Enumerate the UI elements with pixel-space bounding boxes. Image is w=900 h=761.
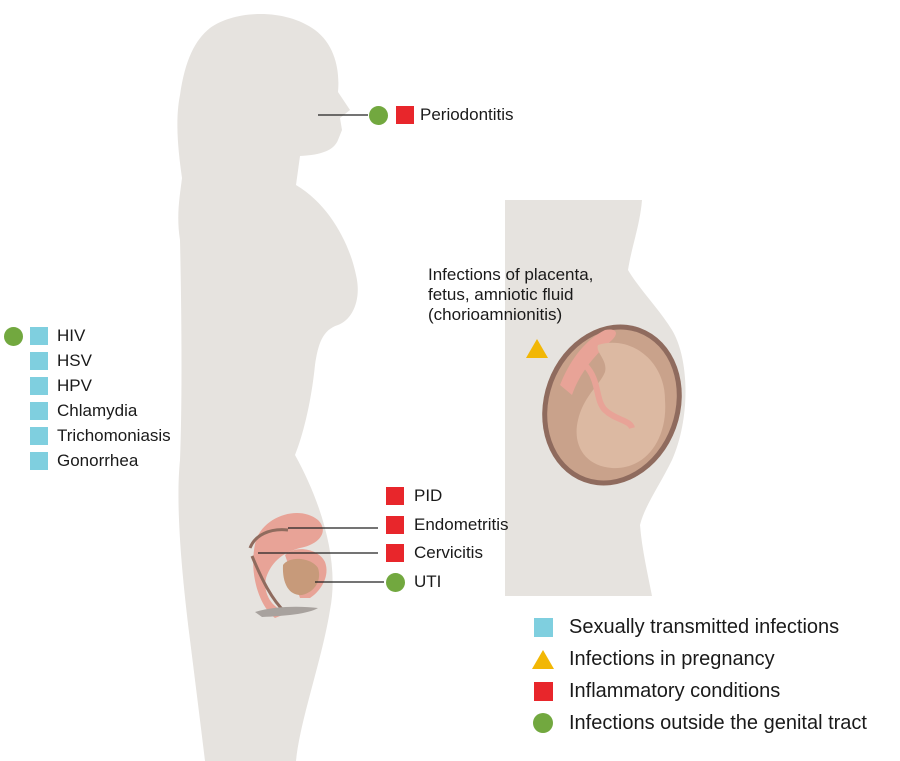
uterus-with-fetus	[542, 324, 682, 486]
pregnancy-triangle	[532, 650, 554, 669]
sti-item-gonorrhea: Gonorrhea	[57, 451, 139, 470]
sti-square	[30, 352, 48, 370]
caption-line: Infections of placenta,	[428, 265, 594, 284]
reproductive-anatomy	[248, 512, 327, 618]
uti-label: UTI	[414, 572, 442, 591]
outside-genital-tract-circle	[369, 106, 388, 125]
pregnancy-triangle	[526, 339, 548, 358]
inflammatory-square	[396, 106, 414, 124]
sti-item-hpv: HPV	[57, 376, 92, 395]
legend-label-outside: Infections outside the genital tract	[569, 712, 867, 734]
endometritis-label: Endometritis	[414, 515, 509, 534]
inflammatory-square	[386, 544, 404, 562]
outside-genital-tract-circle	[386, 573, 405, 592]
sti-square	[30, 327, 48, 345]
sti-square	[30, 452, 48, 470]
inflammatory-square	[386, 516, 404, 534]
pregnancy-infection-caption: Infections of placenta, fetus, amniotic …	[428, 265, 593, 325]
sti-item-hsv: HSV	[57, 351, 92, 370]
sti-item-trichomoniasis: Trichomoniasis	[57, 426, 171, 445]
legend-label-sti: Sexually transmitted infections	[569, 616, 840, 638]
leader-lines	[258, 114, 384, 583]
sti-item-chlamydia: Chlamydia	[57, 401, 138, 420]
pid-label: PID	[414, 486, 443, 505]
body-silhouette	[177, 14, 358, 761]
periodontitis-label: Periodontitis	[420, 105, 514, 124]
inflammatory-square	[386, 487, 404, 505]
sti-square	[30, 377, 48, 395]
caption-line: (chorioamnionitis)	[428, 305, 563, 324]
cervicitis-label: Cervicitis	[414, 543, 483, 562]
outside-genital-tract-circle	[4, 327, 23, 346]
sti-square	[30, 427, 48, 445]
sti-square	[534, 618, 553, 637]
legend-label-inflammatory: Inflammatory conditions	[569, 680, 781, 702]
sti-square	[30, 402, 48, 420]
sti-item-hiv: HIV	[57, 326, 86, 345]
caption-line: fetus, amniotic fluid	[428, 285, 574, 304]
legend-label-pregnancy: Infections in pregnancy	[569, 648, 775, 670]
inflammatory-square	[534, 682, 553, 701]
outside-genital-tract-circle	[533, 713, 553, 733]
